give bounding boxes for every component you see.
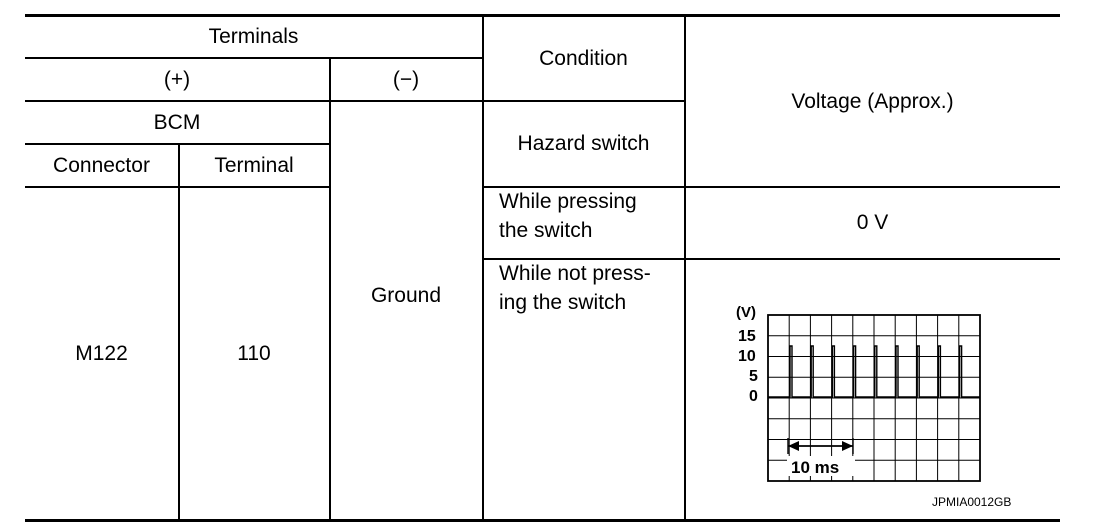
header-plus: (+) bbox=[163, 67, 191, 91]
divider bbox=[482, 258, 1060, 260]
ground-value: Ground bbox=[370, 283, 442, 307]
y-tick-label: 5 bbox=[749, 368, 758, 385]
header-minus: (−) bbox=[392, 67, 420, 91]
condition-pressing: While pressing the switch bbox=[483, 187, 684, 258]
condition-line: the switch bbox=[499, 219, 593, 242]
divider bbox=[25, 143, 330, 145]
divider bbox=[25, 100, 685, 102]
condition-line: While pressing bbox=[499, 190, 637, 213]
condition-line: While not press- bbox=[499, 262, 651, 285]
divider bbox=[178, 143, 180, 521]
header-terminals: Terminals bbox=[208, 25, 299, 48]
figure-code: JPMIA0012GB bbox=[932, 495, 1012, 509]
header-condition: Condition bbox=[539, 46, 628, 70]
connector-value: M122 bbox=[75, 341, 128, 365]
voltage-waveform: (V) 15 10 5 0 10 ms bbox=[736, 304, 981, 482]
divider bbox=[482, 14, 484, 521]
voltage-pressing: 0 V bbox=[856, 211, 889, 234]
header-hazard-switch: Hazard switch bbox=[517, 132, 650, 155]
terminal-value: 110 bbox=[237, 341, 271, 365]
y-tick-label: 10 bbox=[738, 348, 756, 365]
y-tick-label: 0 bbox=[749, 388, 758, 405]
header-bcm: BCM bbox=[153, 110, 201, 134]
y-tick-label: 15 bbox=[738, 328, 756, 345]
condition-line: ing the switch bbox=[499, 291, 627, 314]
divider bbox=[329, 57, 331, 521]
waveform-signal bbox=[768, 345, 980, 398]
divider bbox=[25, 57, 482, 59]
time-scale-arrow bbox=[787, 438, 854, 454]
time-scale-label: 10 ms bbox=[791, 458, 839, 477]
time-label-bg bbox=[787, 456, 855, 476]
bottom-border bbox=[25, 519, 1060, 522]
divider bbox=[482, 186, 1060, 188]
unit-label: (V) bbox=[736, 304, 756, 321]
divider bbox=[684, 14, 686, 521]
divider bbox=[25, 186, 330, 188]
header-connector: Connector bbox=[53, 153, 150, 177]
header-voltage: Voltage (Approx.) bbox=[791, 89, 954, 113]
condition-not-pressing: While not press- ing the switch bbox=[483, 259, 684, 519]
waveform-grid bbox=[767, 314, 981, 482]
top-border bbox=[25, 14, 1060, 17]
header-terminal: Terminal bbox=[214, 153, 294, 177]
